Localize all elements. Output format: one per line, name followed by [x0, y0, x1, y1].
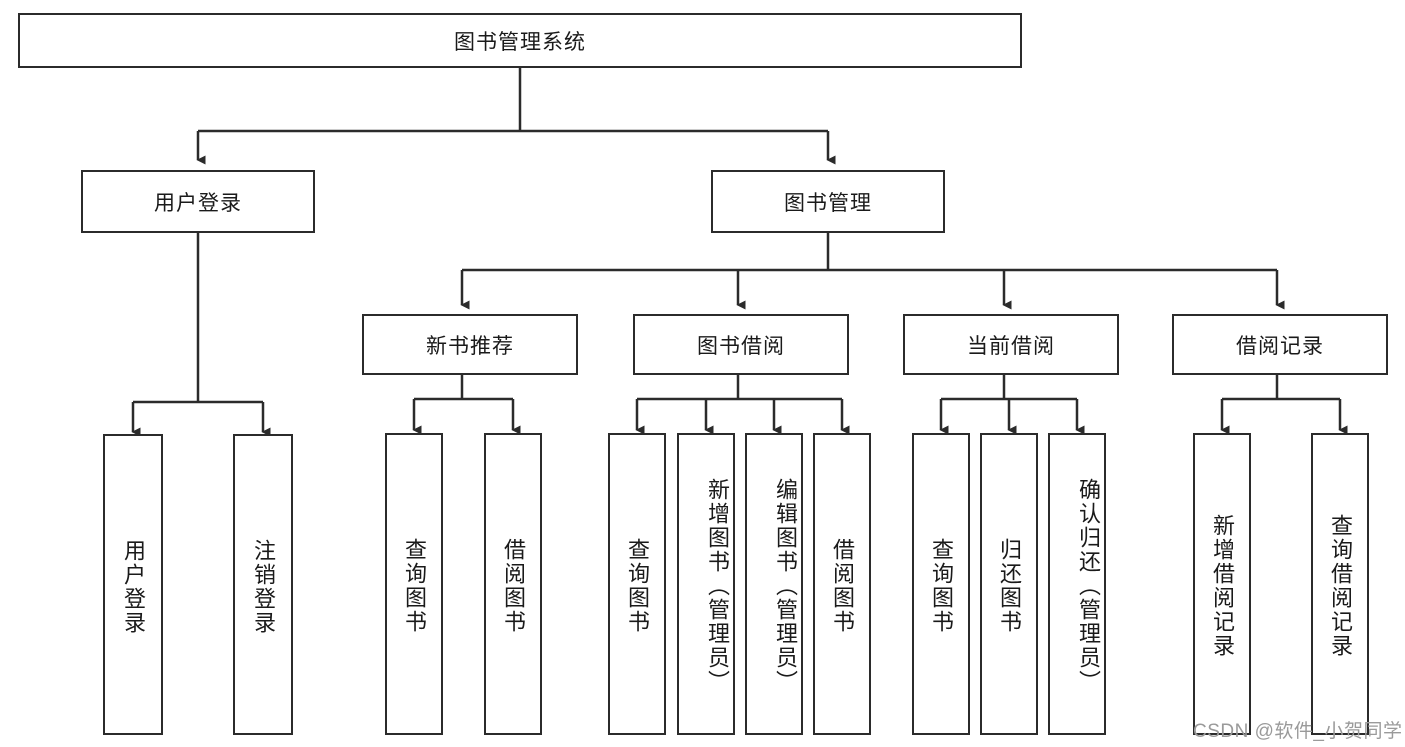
node-current-borrow-label: 当前借阅: [967, 334, 1055, 358]
node-leaf-query-book-1-label: 查询图书: [402, 538, 427, 634]
node-book-borrow[interactable]: 图书借阅: [633, 314, 849, 375]
node-leaf-query-book-2[interactable]: 查询图书: [608, 433, 666, 735]
node-user-login-label: 用户登录: [154, 191, 242, 215]
node-leaf-logout-label: 注销登录: [251, 538, 276, 635]
node-current-borrow[interactable]: 当前借阅: [903, 314, 1119, 375]
node-leaf-confirm-return[interactable]: 确认归还（管理员）: [1048, 433, 1106, 735]
node-leaf-edit-book[interactable]: 编辑图书（管理员）: [745, 433, 803, 735]
node-root[interactable]: 图书管理系统: [18, 13, 1022, 68]
node-leaf-user-login[interactable]: 用户登录: [103, 434, 163, 735]
node-leaf-query-book-1[interactable]: 查询图书: [385, 433, 443, 735]
node-book-mgmt[interactable]: 图书管理: [711, 170, 945, 233]
node-leaf-user-login-label: 用户登录: [121, 538, 146, 635]
node-leaf-add-book-label: 新增图书（管理员）: [705, 478, 730, 694]
node-leaf-borrow-book-1[interactable]: 借阅图书: [484, 433, 542, 735]
node-leaf-confirm-return-label: 确认归还（管理员）: [1076, 478, 1101, 694]
node-book-borrow-label: 图书借阅: [697, 334, 785, 358]
node-leaf-edit-book-label: 编辑图书（管理员）: [773, 478, 798, 694]
node-book-mgmt-label: 图书管理: [784, 191, 872, 215]
node-root-label: 图书管理系统: [454, 30, 586, 54]
node-leaf-query-book-3[interactable]: 查询图书: [912, 433, 970, 735]
node-leaf-add-record-label: 新增借阅记录: [1210, 514, 1235, 658]
node-borrow-record-label: 借阅记录: [1236, 334, 1324, 358]
node-new-book-rec-label: 新书推荐: [426, 334, 514, 358]
node-leaf-logout[interactable]: 注销登录: [233, 434, 293, 735]
node-borrow-record[interactable]: 借阅记录: [1172, 314, 1388, 375]
node-new-book-rec[interactable]: 新书推荐: [362, 314, 578, 375]
node-leaf-return-book[interactable]: 归还图书: [980, 433, 1038, 735]
node-leaf-add-record[interactable]: 新增借阅记录: [1193, 433, 1251, 735]
node-user-login[interactable]: 用户登录: [81, 170, 315, 233]
node-leaf-borrow-book-2-label: 借阅图书: [830, 538, 855, 634]
watermark: CSDN @软件_小贺同学: [1193, 721, 1403, 742]
node-leaf-query-book-3-label: 查询图书: [929, 538, 954, 634]
node-leaf-add-book[interactable]: 新增图书（管理员）: [677, 433, 735, 735]
node-leaf-query-record[interactable]: 查询借阅记录: [1311, 433, 1369, 735]
node-leaf-borrow-book-1-label: 借阅图书: [501, 538, 526, 634]
node-leaf-query-book-2-label: 查询图书: [625, 538, 650, 634]
node-leaf-query-record-label: 查询借阅记录: [1328, 514, 1353, 658]
node-leaf-borrow-book-2[interactable]: 借阅图书: [813, 433, 871, 735]
node-leaf-return-book-label: 归还图书: [997, 538, 1022, 634]
